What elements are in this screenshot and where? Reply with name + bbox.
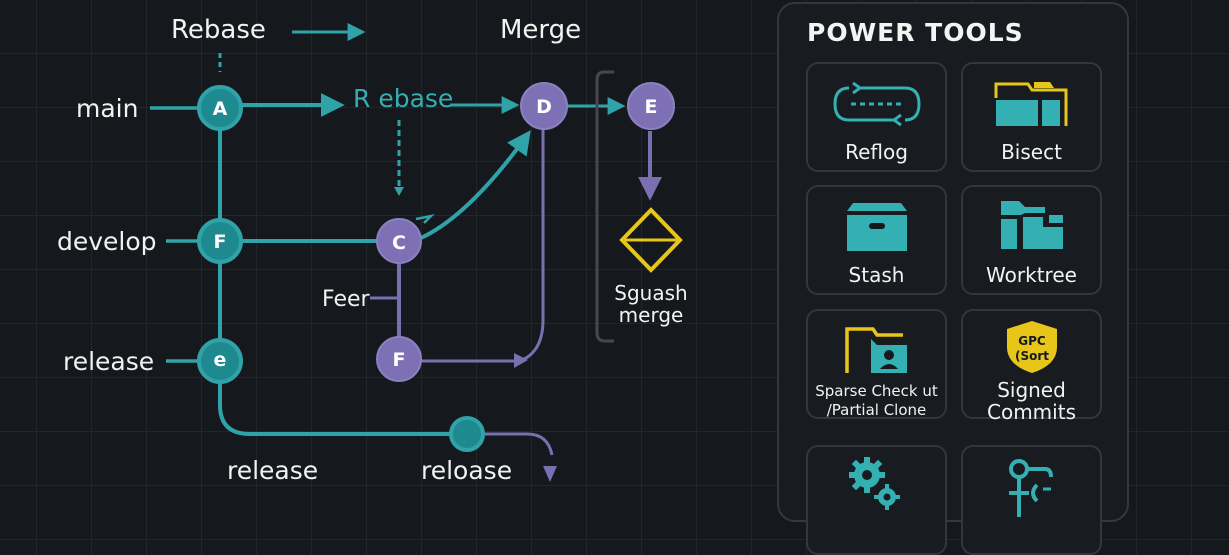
svg-text:F: F bbox=[393, 349, 406, 371]
reloase-arrowhead bbox=[543, 466, 557, 482]
merge-heading: Merge bbox=[500, 15, 581, 45]
reflog-cycle-icon bbox=[832, 81, 921, 127]
tool-bisect[interactable]: Bisect bbox=[961, 62, 1102, 172]
F-merge-arrowhead bbox=[514, 353, 528, 368]
reloase-purple-path bbox=[484, 432, 554, 456]
tool-label-line2: /Partial Clone bbox=[826, 401, 927, 419]
branch-label-feature: Feer bbox=[322, 287, 371, 312]
commit-node-e-release[interactable]: e bbox=[197, 338, 243, 384]
stash-box-icon bbox=[846, 203, 907, 251]
panel-title: POWER TOOLS bbox=[807, 18, 1024, 47]
svg-text:e: e bbox=[214, 349, 227, 371]
tool-worktree[interactable]: Worktree bbox=[961, 185, 1102, 295]
commit-node-A[interactable]: A bbox=[197, 85, 243, 131]
tool-label: Stash bbox=[848, 263, 905, 287]
tool-label: Worktree bbox=[986, 263, 1077, 287]
branch-label-release-bottom: release bbox=[227, 456, 318, 485]
squash-merge-label-line2: merge bbox=[619, 303, 684, 327]
svg-text:F: F bbox=[214, 231, 227, 253]
tool-signed-commits[interactable]: GPC (Sort Signed Commits bbox=[961, 309, 1102, 423]
commit-node-F-feature[interactable]: F bbox=[376, 336, 422, 382]
commit-node-release-tip[interactable] bbox=[449, 416, 485, 452]
squash-merge-diamond-icon bbox=[619, 207, 683, 273]
branch-label-release: release bbox=[63, 347, 154, 376]
gpg-shield-icon: GPC (Sort bbox=[1006, 321, 1057, 373]
branch-label-main: main bbox=[76, 94, 138, 123]
squash-bracket bbox=[595, 70, 614, 343]
shield-badge-line1: GPC bbox=[1018, 334, 1046, 348]
svg-text:D: D bbox=[536, 96, 552, 118]
branch-label-reloase: reloase bbox=[421, 456, 512, 485]
sparse-checkout-folder-icon bbox=[844, 327, 907, 373]
tool-sparse-checkout[interactable]: Sparse Check ut /Partial Clone bbox=[806, 309, 947, 419]
branch-label-develop: develop bbox=[57, 227, 157, 256]
shield-badge-line2: (Sort bbox=[1014, 349, 1048, 363]
release-bottom-line bbox=[218, 382, 450, 436]
git-branch-diagram: Rebase Merge main develop release Feer r… bbox=[57, 15, 688, 485]
worktree-folders-icon bbox=[1000, 201, 1063, 249]
svg-text:C: C bbox=[392, 232, 406, 254]
power-tools-panel: POWER TOOLS Reflog Bisect Stash bbox=[777, 2, 1129, 555]
tool-stash[interactable]: Stash bbox=[806, 185, 947, 295]
F-to-D-merge-path bbox=[421, 128, 545, 363]
tool-reflog[interactable]: Reflog bbox=[806, 62, 947, 172]
gears-icon bbox=[848, 457, 900, 510]
inline-rebase-label: R ebase bbox=[353, 84, 453, 113]
commit-node-C[interactable]: C bbox=[376, 218, 422, 264]
squash-merge-label-line1: Sguash bbox=[614, 281, 687, 305]
tool-label: Bisect bbox=[1001, 140, 1062, 164]
tool-hooks[interactable] bbox=[961, 445, 1102, 555]
rebase-dotted-arrowhead bbox=[394, 187, 404, 196]
tool-label: Reflog bbox=[845, 140, 908, 164]
tool-label-line1: Signed bbox=[997, 378, 1066, 402]
svg-text:A: A bbox=[213, 98, 228, 120]
rebase-heading: Rebase bbox=[171, 15, 266, 45]
bisect-folder-icon bbox=[994, 82, 1067, 126]
commit-node-E[interactable]: E bbox=[627, 82, 675, 130]
tool-label-line2: Commits bbox=[987, 400, 1076, 424]
tool-gears[interactable] bbox=[806, 445, 947, 555]
tool-label-line1: Sparse Check ut bbox=[815, 382, 938, 400]
C-to-D-curve bbox=[420, 130, 531, 240]
commit-node-D[interactable]: D bbox=[520, 82, 568, 130]
commit-node-F-develop[interactable]: F bbox=[197, 218, 243, 264]
svg-text:E: E bbox=[645, 96, 658, 118]
small-teal-tick bbox=[415, 213, 435, 224]
hooks-icon bbox=[1008, 459, 1053, 517]
